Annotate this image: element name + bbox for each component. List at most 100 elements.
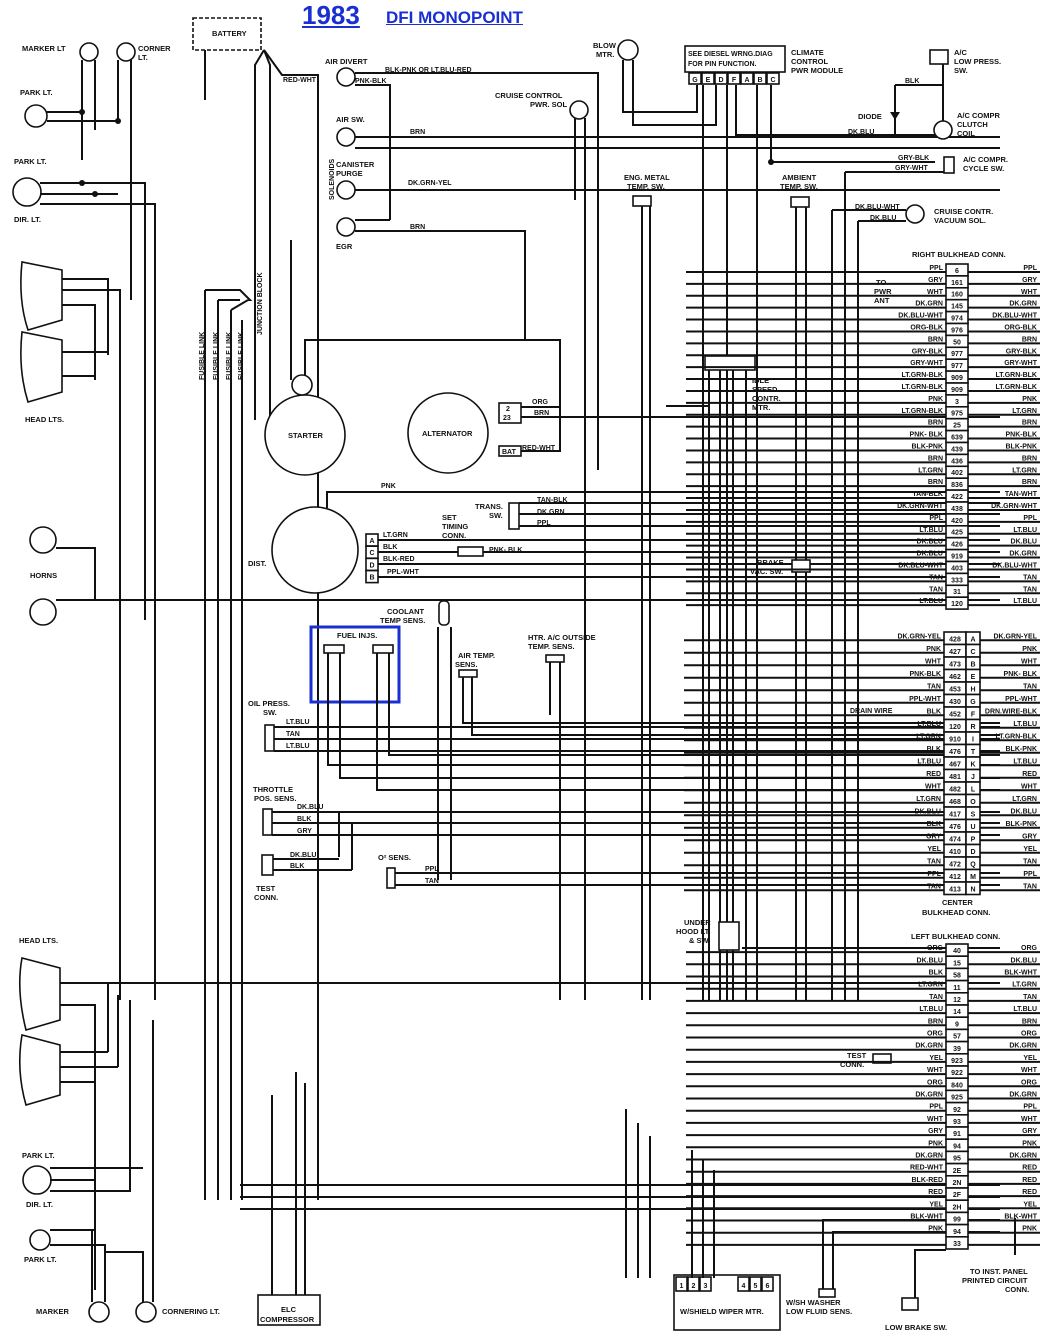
bulkhead-left-wire: BLK xyxy=(927,746,941,753)
bulkhead-right-wire: PPL xyxy=(1023,871,1037,878)
coolant-temp-sensor-icon xyxy=(438,600,450,626)
cruise-pwr-sol-label-2: PWR. SOL xyxy=(530,100,568,109)
bulkhead-right-wire: GRY xyxy=(1022,1128,1037,1135)
cruise-vac-sol-2: VACUUM SOL. xyxy=(934,216,986,225)
bulkhead-pin: 3 xyxy=(955,399,959,406)
bulkhead-right-wire: BRN xyxy=(1022,420,1037,427)
bulkhead-pin: 919 xyxy=(951,554,963,561)
bulkhead-right-wire: RED xyxy=(1022,1177,1037,1184)
front-lighting-wires xyxy=(40,60,156,1000)
idle-speed-4: MTR. xyxy=(752,403,770,412)
throttle-pos-2: POS. SENS. xyxy=(254,794,297,803)
bulkhead-pin: 33 xyxy=(953,1241,961,1248)
bulkhead-left-wire: GRY-WHT xyxy=(910,360,944,367)
bulkhead-pin: 426 xyxy=(951,542,963,549)
bulkhead-pin: 467 xyxy=(949,762,961,769)
o2-sens-label: O² SENS. xyxy=(378,853,411,862)
bulkhead-right-wire: TAN xyxy=(1023,683,1037,690)
bulkhead-letter: R xyxy=(970,724,975,731)
test-conn-bh-2: CONN. xyxy=(840,1060,864,1069)
bulkhead-right-wire: DK.GRN xyxy=(1009,301,1037,308)
idle-speed-wires xyxy=(666,370,747,1000)
bulkhead-letter: D xyxy=(970,849,975,856)
bulkhead-pin: 12 xyxy=(953,997,961,1004)
wiper-motor-wires xyxy=(625,1109,715,1278)
bulkhead-right-wire: PPL xyxy=(1023,515,1037,522)
bulkhead-left-wire: ORG xyxy=(927,1031,944,1038)
starter-wires xyxy=(290,240,561,407)
bulkhead-left-wire: DK.GRN-YEL xyxy=(897,633,941,640)
bulkhead-left-wire: BRN xyxy=(928,479,943,486)
bulkhead-left-wire: DK.GRN xyxy=(915,1043,943,1050)
washer-sens-2: LOW FLUID SENS. xyxy=(786,1307,852,1316)
solenoids-label: SOLENOIDS xyxy=(329,158,336,200)
bulkhead-right-wire: TAN xyxy=(1023,883,1037,890)
ac-clutch-3: COIL xyxy=(957,129,975,138)
bulkhead-pin: 91 xyxy=(953,1131,961,1138)
bulkhead-left-wire: GRY-BLK xyxy=(912,348,943,355)
bulkhead-pin: 39 xyxy=(953,1046,961,1053)
bulkhead-letter: P xyxy=(971,837,976,844)
bulkhead-letter: N xyxy=(970,887,975,894)
bulkhead-left-wire: WHT xyxy=(927,1116,944,1123)
bulkhead-right-wire: DK.BLU-WHT xyxy=(992,562,1037,569)
blk-tps: BLK xyxy=(297,816,311,823)
bulkhead-left-wire: PPL xyxy=(927,871,941,878)
bulkhead-right-wire: PNK xyxy=(1022,396,1037,403)
bulkhead-pin: 92 xyxy=(953,1107,961,1114)
bulkhead-letter: L xyxy=(971,787,976,794)
alternator-connector xyxy=(498,402,522,424)
bulkhead-right-wire: LT.GRN-BLK xyxy=(996,733,1037,740)
tan-blk-trans-label: TAN-BLK xyxy=(537,497,568,504)
bulkhead-right-wire: TAN xyxy=(1023,994,1037,1001)
blow-mtr-icon xyxy=(617,39,639,61)
bulkhead-pin: 6 xyxy=(955,268,959,275)
horn-upper-icon xyxy=(29,526,57,554)
bulkhead-letter: E xyxy=(971,674,976,681)
climate-pin: G xyxy=(692,77,698,84)
diagram-subtitle: DFI MONOPOINT xyxy=(386,8,523,27)
red-wht-battery-label: RED-WHT xyxy=(283,77,317,84)
bulkhead-pin: 923 xyxy=(951,1058,963,1065)
air-temp-sensor-icon xyxy=(458,669,478,678)
air-temp-2: SENS. xyxy=(455,660,478,669)
bulkhead-left-wire: ORG-BLK xyxy=(910,324,943,331)
bulkhead-letter: T xyxy=(971,749,976,756)
bulkhead-left-wire: WHT xyxy=(927,1067,944,1074)
bulkhead-left-wire: PNK xyxy=(926,646,941,653)
idle-speed-3: CONTR. xyxy=(752,394,781,403)
lt-blu-oil-1: LT.BLU xyxy=(286,719,310,726)
oil-press-wires xyxy=(274,726,1000,752)
egr-label: EGR xyxy=(336,242,353,251)
washer-sens-1: W/SH WASHER xyxy=(786,1298,841,1307)
bulkhead-pin: 468 xyxy=(949,799,961,806)
bulkhead-left-wire: TAN xyxy=(927,858,941,865)
park-lt-label-3: PARK LT. xyxy=(22,1151,55,1160)
marker-lt-bottom-icon xyxy=(88,1301,110,1323)
fuel-injector-1-icon xyxy=(323,644,345,654)
bulkhead-right-wire: DK.BLU-WHT xyxy=(992,313,1037,320)
bulkhead-left-wire: DK.BLU xyxy=(917,539,943,546)
bulkhead-pin: 428 xyxy=(949,637,961,644)
bulkhead-right-wire: PNK xyxy=(1022,1226,1037,1233)
diesel-note-2: FOR PIN FUNCTION. xyxy=(688,61,756,68)
dk-blu-test: DK.BLU xyxy=(290,852,316,859)
trans-sw-wires xyxy=(519,502,1000,527)
under-hood-1: UNDER xyxy=(684,918,711,927)
cruise-pwr-sol-label: CRUISE CONTROL xyxy=(495,91,563,100)
corner-lt-label: CORNER xyxy=(138,44,171,53)
oil-press-1: OIL PRESS. xyxy=(248,699,290,708)
